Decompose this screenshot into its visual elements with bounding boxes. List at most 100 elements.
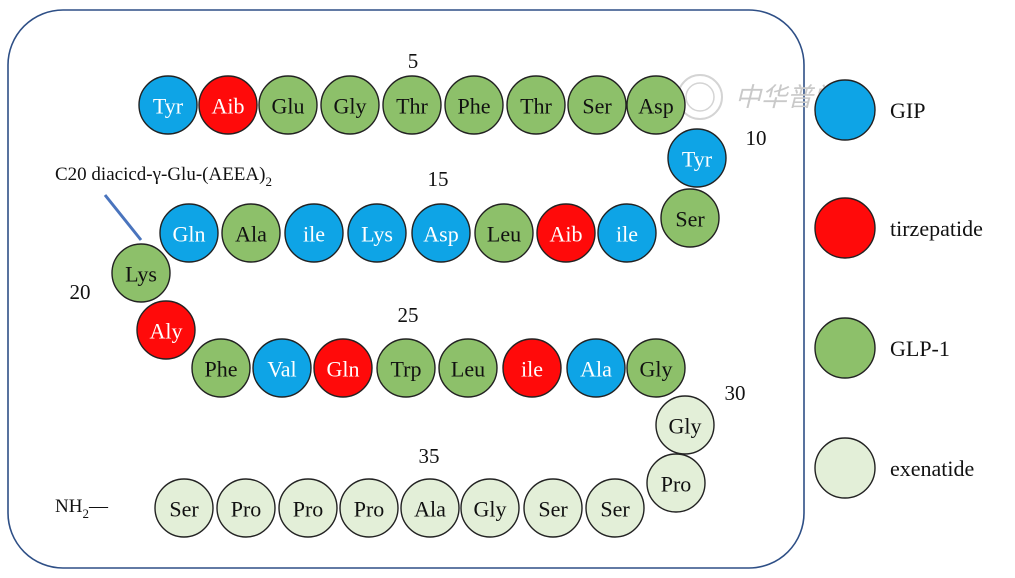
residue-circle: [667, 128, 727, 188]
residue-circle: [221, 203, 281, 263]
residue-13: Aib: [536, 203, 596, 263]
legend-item-glp-1: GLP-1: [814, 317, 950, 379]
residue-30: Gly: [655, 395, 715, 455]
residue-circle: [347, 203, 407, 263]
residue-circle: [191, 338, 251, 398]
residue-label: Tyr: [153, 94, 184, 119]
residue-4: Gly: [320, 75, 380, 135]
residue-label: Pro: [661, 472, 692, 497]
residue-18: Ala: [221, 203, 281, 263]
residue-label: Ala: [235, 222, 267, 247]
residue-label: Trp: [391, 357, 422, 382]
residue-label: Gly: [474, 497, 507, 522]
residue-10: Tyr: [667, 128, 727, 188]
legend-swatch: [814, 317, 876, 379]
residue-label: Glu: [272, 94, 305, 119]
residue-20: Lys: [111, 243, 171, 303]
residue-22: Phe: [191, 338, 251, 398]
residue-label: Pro: [293, 497, 324, 522]
nh2-terminus-subscript: 2: [82, 506, 89, 521]
residue-2: Aib: [198, 75, 258, 135]
residue-25: Trp: [376, 338, 436, 398]
residue-label: Leu: [487, 222, 521, 247]
residue-label: Ser: [582, 94, 612, 119]
residue-circle: [313, 338, 373, 398]
residue-label: Tyr: [682, 147, 713, 172]
residue-29: Gly: [626, 338, 686, 398]
residue-14: Leu: [474, 203, 534, 263]
residue-circle: [567, 75, 627, 135]
residue-label: Aib: [212, 94, 245, 119]
residue-circle: [660, 188, 720, 248]
residue-label: ile: [303, 222, 325, 247]
residue-circle: [284, 203, 344, 263]
residue-19: Gln: [159, 203, 219, 263]
residue-36: Pro: [339, 478, 399, 538]
residue-circle: [438, 338, 498, 398]
residue-label: Phe: [458, 94, 491, 119]
side-chain-label-text: C20 diacicd-γ-Glu-(AEEA): [55, 164, 265, 185]
residue-16: Lys: [347, 203, 407, 263]
residue-28: Ala: [566, 338, 626, 398]
residue-circle: [506, 75, 566, 135]
residue-1: Tyr: [138, 75, 198, 135]
legend-label: exenatide: [890, 456, 974, 481]
residue-31: Pro: [646, 453, 706, 513]
residue-circle: [585, 478, 645, 538]
residue-circle: [382, 75, 442, 135]
residue-label: Ser: [600, 497, 630, 522]
residue-label: Asp: [423, 222, 458, 247]
residue-7: Thr: [506, 75, 566, 135]
residue-circle: [339, 478, 399, 538]
residue-32: Ser: [585, 478, 645, 538]
position-number-20: 20: [70, 280, 91, 304]
residue-label: Aib: [550, 222, 583, 247]
residue-circle: [154, 478, 214, 538]
residue-circle: [536, 203, 596, 263]
residue-circle: [159, 203, 219, 263]
residue-label: Ser: [675, 207, 705, 232]
residue-label: Ser: [538, 497, 568, 522]
residue-circle: [320, 75, 380, 135]
position-number-5: 5: [408, 49, 419, 73]
residue-37: Pro: [278, 478, 338, 538]
legend-item-exenatide: exenatide: [814, 437, 974, 499]
position-number-10: 10: [746, 126, 767, 150]
residue-label: Ala: [580, 357, 612, 382]
legend-swatch: [814, 197, 876, 259]
residue-circle: [252, 338, 312, 398]
residue-27: ile: [502, 338, 562, 398]
residue-circle: [523, 478, 583, 538]
side-chain-label-subscript: 2: [265, 174, 272, 189]
residue-circle: [646, 453, 706, 513]
residue-label: Gly: [640, 357, 673, 382]
residue-circle: [138, 75, 198, 135]
residue-circle: [111, 243, 171, 303]
residue-circle: [411, 203, 471, 263]
residue-label: Pro: [231, 497, 262, 522]
legend-label: tirzepatide: [890, 216, 983, 241]
side-chain-linker-line: [103, 194, 143, 241]
residue-circle: [502, 338, 562, 398]
residue-8: Ser: [567, 75, 627, 135]
residue-label: ile: [521, 357, 543, 382]
residue-39: Ser: [154, 478, 214, 538]
residue-circle: [376, 338, 436, 398]
residue-15: Asp: [411, 203, 471, 263]
position-number-35: 35: [419, 444, 440, 468]
residue-circle: [626, 338, 686, 398]
nh2-terminus-label: NH2—: [55, 496, 109, 521]
residue-label: Lys: [125, 262, 157, 287]
residue-label: Lys: [361, 222, 393, 247]
residue-circle: [597, 203, 657, 263]
residue-26: Leu: [438, 338, 498, 398]
residue-circle: [460, 478, 520, 538]
residue-circle: [278, 478, 338, 538]
residue-9: Asp: [626, 75, 686, 135]
residue-6: Phe: [444, 75, 504, 135]
position-number-25: 25: [398, 303, 419, 327]
residue-label: Phe: [205, 357, 238, 382]
legend-label: GIP: [890, 98, 925, 123]
